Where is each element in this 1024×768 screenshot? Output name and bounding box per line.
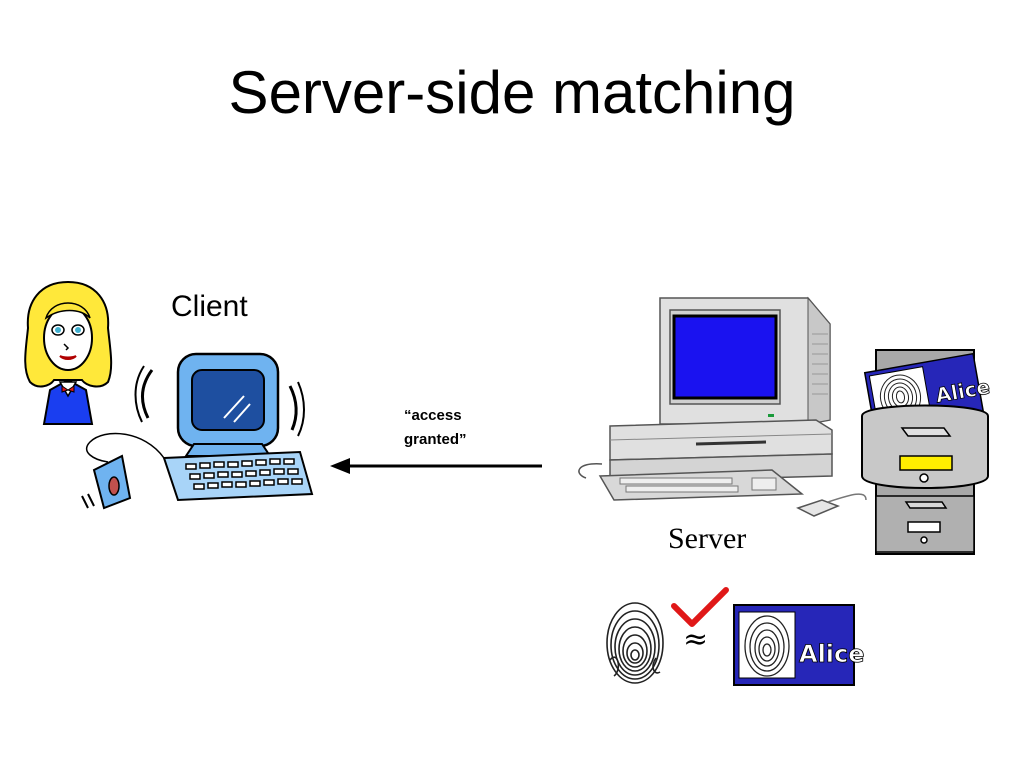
server-label: Server <box>668 522 747 555</box>
fingerprint-icon <box>606 602 664 684</box>
message-line-1: “access <box>404 407 462 424</box>
message-line-2: granted” <box>404 431 467 448</box>
approx-symbol: ≈ <box>683 622 709 657</box>
access-granted-message: “access granted” <box>404 404 467 452</box>
checkmark-icon <box>671 587 729 627</box>
id-card-icon: Alice <box>733 604 865 686</box>
woman-client-icon <box>24 280 113 425</box>
arrow-left-icon <box>330 458 542 474</box>
filing-cabinet-icon: Alice <box>861 349 992 555</box>
slide-title: Server-side matching <box>228 59 796 126</box>
client-computer-icon <box>81 352 314 510</box>
server-computer-icon <box>578 296 867 517</box>
id-card-name: Alice <box>799 640 865 668</box>
fingerprint-icon <box>744 615 790 677</box>
client-label: Client <box>171 290 248 323</box>
